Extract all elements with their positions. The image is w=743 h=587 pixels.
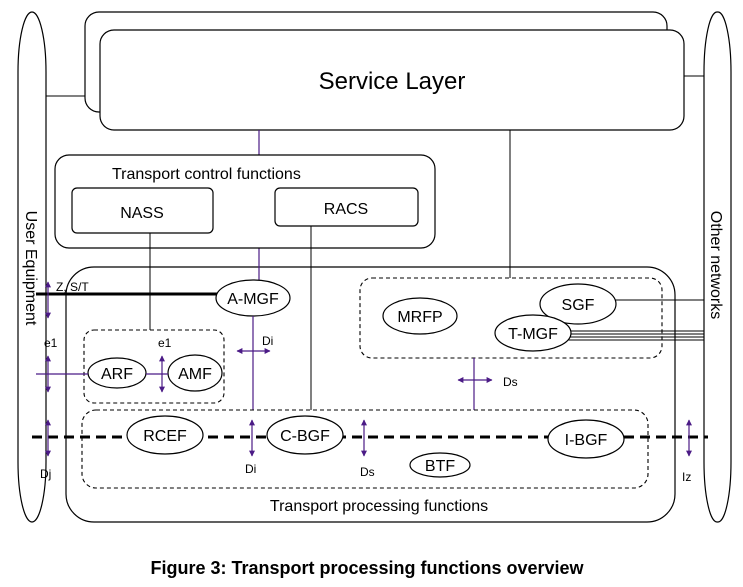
sgf-ellipse — [539, 283, 617, 325]
ref-ds-lower: Ds — [360, 465, 375, 479]
other-networks-oval — [703, 11, 732, 523]
nass-box — [71, 187, 214, 234]
i-bgf-label: I-BGF — [565, 432, 608, 449]
transport-processing-label: Transport processing functions — [270, 498, 488, 515]
t-mgf-ellipse — [494, 314, 572, 352]
figure-caption: Figure 3: Transport processing functions… — [150, 558, 584, 578]
nass-label: NASS — [120, 205, 164, 222]
t-mgf-label: T-MGF — [508, 326, 558, 343]
sgf-label: SGF — [562, 297, 595, 314]
service-layer-box — [99, 29, 685, 131]
interface-arrows — [45, 281, 692, 457]
btf-label: BTF — [425, 458, 455, 475]
amf-label: AMF — [178, 366, 212, 383]
btf-ellipse — [409, 452, 471, 478]
transport-processing-box — [65, 266, 676, 523]
racs-label: RACS — [324, 201, 368, 218]
amf-ellipse — [167, 354, 223, 392]
c-bgf-ellipse — [266, 415, 344, 455]
ref-di-upper: Di — [262, 334, 273, 348]
rcef-label: RCEF — [143, 428, 187, 445]
transport-control-label: Transport control functions — [112, 166, 301, 183]
border-group-box — [81, 409, 649, 489]
ref-e1-left: e1 — [44, 336, 58, 350]
i-bgf-ellipse — [547, 419, 625, 459]
ref-e1-right: e1 — [158, 336, 172, 350]
ref-dj: Dj — [40, 467, 51, 481]
user-equipment-label: User Equipment — [22, 211, 39, 326]
a-mgf-label: A-MGF — [227, 291, 279, 308]
ref-iz: Iz — [682, 470, 691, 484]
racs-box — [274, 187, 419, 227]
arf-label: ARF — [101, 366, 133, 383]
ref-di-lower: Di — [245, 462, 256, 476]
rcef-ellipse — [126, 415, 204, 455]
mrfp-label: MRFP — [397, 309, 442, 326]
user-equipment-oval — [17, 11, 47, 523]
access-group-box — [83, 329, 225, 404]
media-group-box — [359, 277, 663, 359]
ref-ds-upper: Ds — [503, 375, 518, 389]
mrfp-ellipse — [382, 297, 458, 335]
other-networks-label: Other networks — [707, 211, 724, 319]
ref-z-st: Z, S/T — [56, 280, 89, 294]
arf-ellipse — [87, 357, 147, 389]
c-bgf-label: C-BGF — [280, 428, 330, 445]
service-layer-label: Service Layer — [319, 68, 466, 95]
